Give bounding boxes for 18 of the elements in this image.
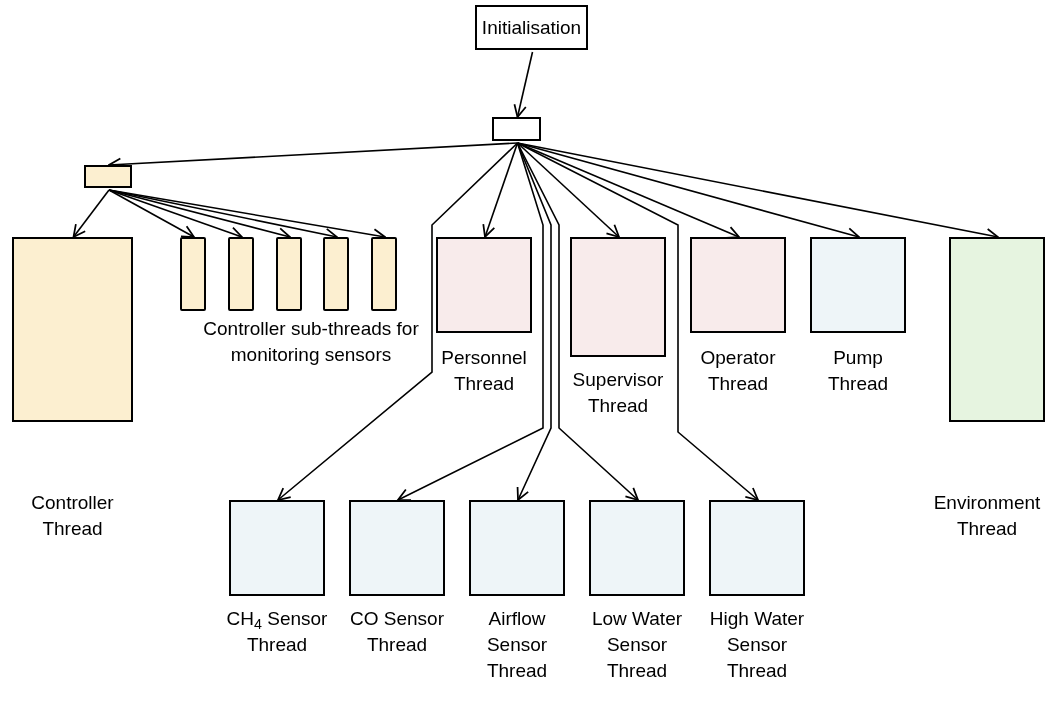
sub-thread-bar — [180, 237, 206, 311]
arrow — [397, 142, 544, 501]
arrow — [513, 51, 534, 118]
arrow — [516, 142, 759, 501]
arrow — [108, 189, 195, 238]
sub-thread-bar — [323, 237, 349, 311]
arrow — [516, 142, 639, 501]
arrow — [72, 189, 110, 238]
sub-thread-bar — [228, 237, 254, 311]
process-box — [475, 5, 588, 50]
sub-thread-bar — [371, 237, 397, 311]
sub-thread-bar — [276, 237, 302, 311]
junction-box — [492, 117, 541, 141]
box-text: Initialisation — [481, 15, 582, 40]
arrow — [108, 189, 243, 240]
junction-box — [84, 165, 132, 188]
arrow — [482, 142, 519, 238]
arrow — [277, 142, 519, 501]
